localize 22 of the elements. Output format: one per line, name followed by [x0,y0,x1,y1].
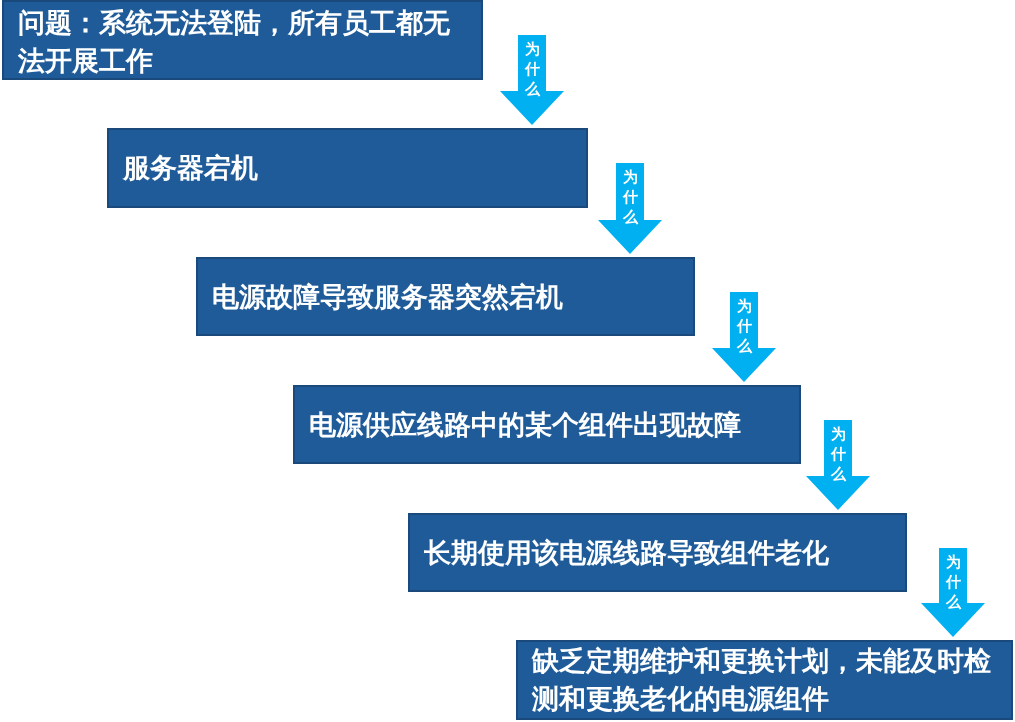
block-arrow [806,420,870,510]
edge-label: 为什么 [830,424,846,484]
box-text: 电源供应线路中的某个组件出现故障 [309,407,741,442]
edge-label: 为什么 [622,167,638,227]
process-box [408,513,907,592]
edge-label: 为什么 [945,552,961,612]
box-text: 缺乏定期维护和更换计划，未能及时检测和更换老化的电源组件 [532,644,992,716]
block-arrow [921,548,985,637]
process-box [293,385,801,464]
block-arrow [712,292,776,382]
edge-label: 为什么 [736,296,752,356]
block-arrow [500,35,564,125]
block-arrow [598,163,662,254]
process-box [2,0,483,80]
box-text: 长期使用该电源线路导致组件老化 [424,535,829,570]
process-box [516,640,1013,720]
box-text: 问题：系统无法登陆，所有员工都无法开展工作 [18,6,451,78]
box-text: 电源故障导致服务器突然宕机 [212,279,563,314]
box-text: 服务器宕机 [123,151,258,185]
process-box [196,257,695,336]
edge-label: 为什么 [524,39,540,99]
process-box [107,128,588,208]
